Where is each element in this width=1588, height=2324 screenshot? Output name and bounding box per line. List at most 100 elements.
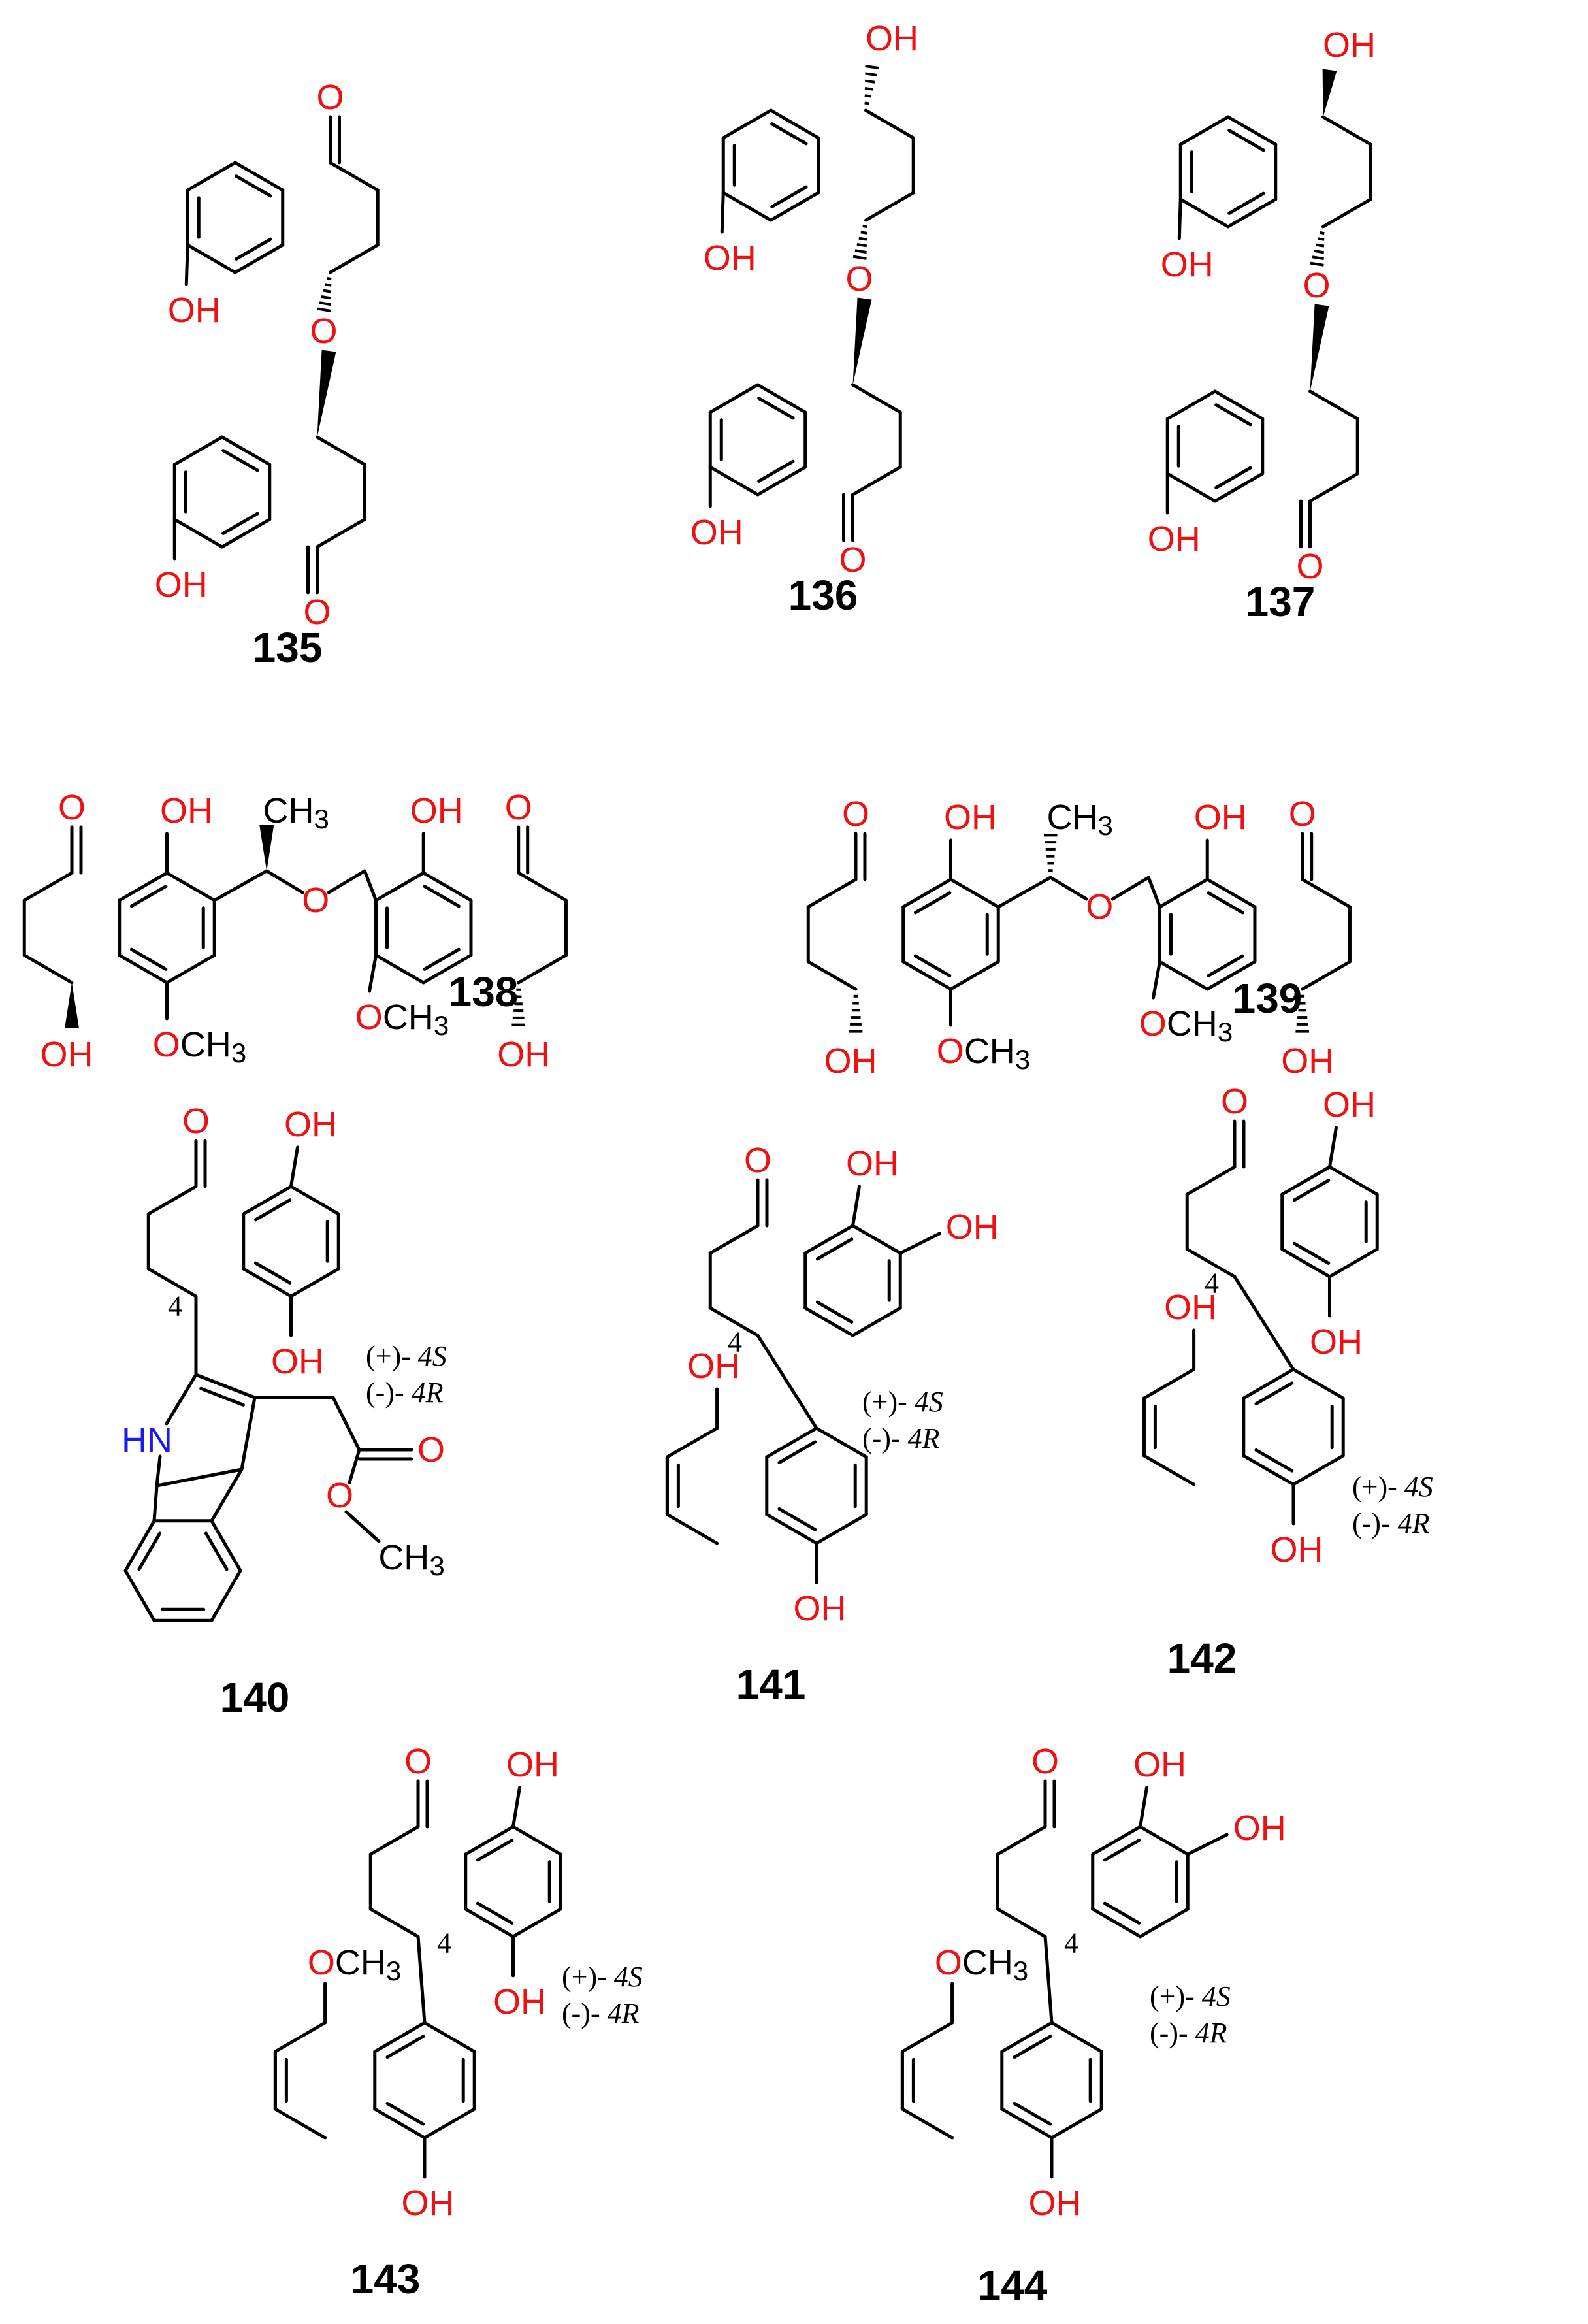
double-bond-inner [1207, 954, 1244, 977]
bond [901, 877, 952, 909]
hashed-wedge-bond [849, 994, 863, 1033]
bond [240, 1396, 257, 1471]
double-bond-inner [385, 2035, 425, 2059]
double-bond-inner [1214, 403, 1252, 427]
hydroxyl-label: OH [1323, 25, 1376, 65]
double-bond-inner [253, 1198, 292, 1222]
double-bond-inner [1292, 1241, 1331, 1265]
bond [1291, 1367, 1345, 1400]
bond [265, 869, 304, 894]
methoxy-label: OCH3 [935, 1943, 1028, 1986]
bond [1301, 960, 1352, 991]
hydroxyl-label: OH [506, 1745, 559, 1784]
hydroxyl-label: OH [497, 1035, 550, 1074]
bond [233, 243, 285, 274]
wedge-bond [317, 350, 336, 437]
hash-line [858, 237, 867, 241]
bond [118, 953, 169, 985]
bond [806, 877, 858, 909]
double-bond-inner [235, 174, 272, 198]
double-bond-inner [423, 947, 461, 971]
hydroxyl-label: OH [1029, 2184, 1082, 2223]
bond [721, 108, 773, 140]
bond [22, 953, 74, 985]
bond [1280, 1247, 1331, 1279]
bond [210, 1467, 244, 1523]
bond [315, 517, 366, 549]
compound-number: 138 [449, 968, 519, 1015]
hashed-wedge-bond [317, 277, 332, 312]
bond [756, 1334, 818, 1430]
bond [210, 1519, 242, 1573]
methoxy-label: OCH3 [1139, 1004, 1233, 1047]
bond [708, 383, 760, 414]
bond [901, 960, 952, 991]
oxygen-label: O [1289, 794, 1316, 834]
double-bond-inner [757, 397, 795, 420]
oxygen-label: O [310, 312, 337, 351]
bond [423, 2107, 476, 2140]
bond [996, 876, 1052, 909]
oxygen-label: O [839, 540, 866, 580]
bond [289, 1145, 299, 1188]
stereo-configuration: (+)- 4S(-)- 4R [366, 1340, 447, 1409]
hash-line [852, 255, 867, 260]
bond [708, 1224, 760, 1255]
bond [220, 517, 272, 549]
bond [665, 1513, 719, 1545]
bond [289, 1185, 340, 1216]
hash-line [1318, 237, 1325, 241]
stereo-minus: (-)- 4R [1352, 1507, 1430, 1539]
methoxy-label: OCH3 [308, 1943, 401, 1986]
hash-line [864, 79, 875, 84]
hydroxyl-label: OH [687, 1347, 740, 1386]
bond [1186, 1833, 1229, 1856]
bond [1242, 1367, 1295, 1400]
bond [1177, 197, 1182, 240]
hash-line [864, 94, 871, 98]
bond [210, 1569, 242, 1622]
compound-number: 135 [253, 624, 323, 671]
stereo-configuration: (+)- 4S(-)- 4R [562, 1961, 643, 2029]
oxygen-label: O [1303, 266, 1330, 305]
hash-line [854, 249, 867, 254]
compound-number: 144 [978, 2262, 1048, 2309]
double-bond-inner [221, 512, 259, 535]
double-bond-inner [777, 1507, 817, 1531]
hash-line [323, 289, 332, 293]
stereo-plus: (+)- 4S [562, 1961, 643, 1993]
bond [1291, 1454, 1345, 1486]
bond [1000, 2107, 1054, 2140]
bond [123, 1519, 156, 1573]
bond [363, 869, 378, 902]
double-bond-inner [1227, 191, 1265, 215]
position-label: 4 [437, 1927, 451, 1959]
hash-line [327, 277, 332, 281]
bond [327, 869, 366, 894]
hash-line [317, 307, 331, 312]
position-label: 4 [728, 1326, 742, 1358]
compound-number: 137 [1246, 578, 1316, 625]
hash-line [1316, 243, 1325, 248]
bond [851, 465, 902, 497]
bond [948, 877, 1000, 909]
bond [1213, 389, 1265, 421]
hydroxyl-label: OH [1161, 245, 1214, 284]
hydroxyl-label: OH [1310, 1322, 1363, 1362]
bond [194, 1373, 257, 1399]
hash-line [862, 225, 867, 229]
bond [1321, 197, 1372, 229]
methyl-label: CH3 [378, 1538, 444, 1581]
bond [344, 1510, 381, 1543]
bond [368, 1825, 420, 1856]
bond [331, 1396, 361, 1452]
bond [1048, 876, 1088, 901]
compound-number: 139 [1233, 975, 1303, 1022]
bond [1226, 197, 1278, 229]
hash-line [864, 86, 873, 91]
